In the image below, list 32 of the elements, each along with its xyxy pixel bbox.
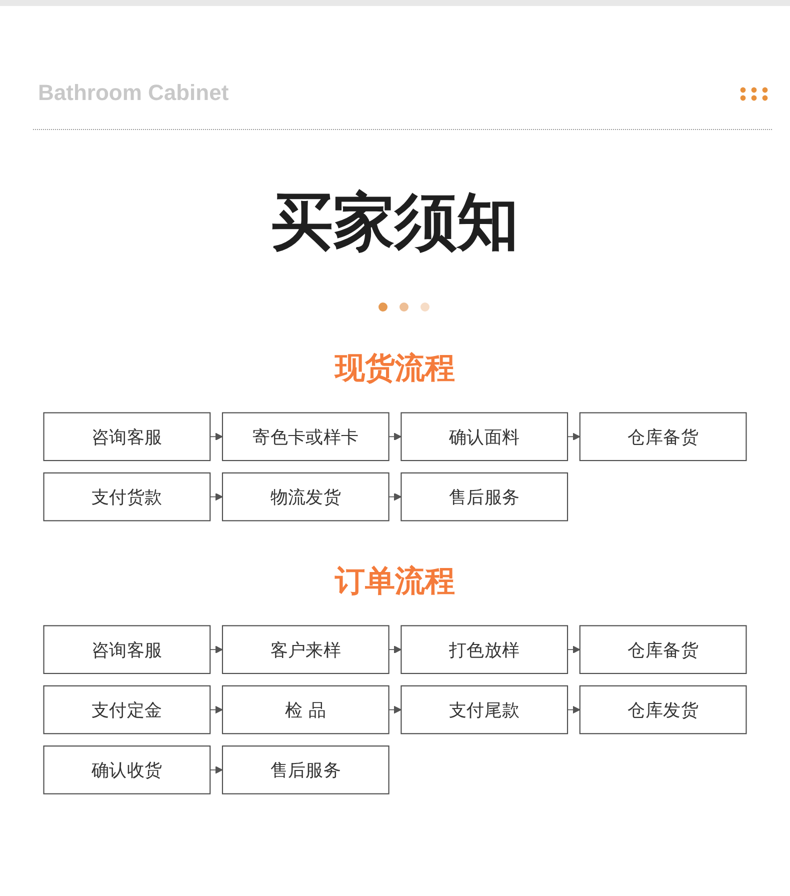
node-box: 客户来样 (222, 625, 390, 674)
section-heading: 订单流程 (335, 564, 455, 599)
node-box: 确认面料 (400, 412, 568, 462)
node-box: 支付尾款 (400, 685, 568, 734)
arrow (210, 432, 223, 441)
node-box: 仓库备货 (579, 412, 747, 462)
arrow (210, 706, 223, 714)
node-box: 售后服务 (222, 746, 390, 794)
arrow (210, 492, 223, 501)
arrow (388, 706, 402, 714)
node-box: 咨询客服 (43, 625, 211, 674)
arrow (567, 706, 580, 714)
node-box: 打色放样 (400, 625, 568, 674)
node-box: 检 品 (222, 685, 390, 734)
arrow (388, 646, 402, 654)
page-title: 买家须知 (271, 185, 519, 258)
node-box: 支付货款 (43, 472, 211, 522)
node-box: 售后服务 (400, 472, 568, 522)
node-box: 仓库备货 (579, 625, 747, 674)
arrow (388, 432, 402, 441)
arrow (567, 432, 580, 441)
node-box: 寄色卡或样卡 (222, 412, 390, 462)
node-box: 物流发货 (222, 472, 390, 522)
arrow (210, 766, 223, 774)
node-box: 咨询客服 (43, 412, 211, 462)
arrow (210, 646, 223, 654)
section-heading: 现货流程 (335, 350, 455, 386)
node-box: 支付定金 (43, 685, 211, 734)
node-box: 确认收货 (43, 746, 211, 794)
arrow (567, 646, 580, 654)
node-box: 仓库发货 (579, 685, 747, 734)
arrow (388, 492, 402, 501)
